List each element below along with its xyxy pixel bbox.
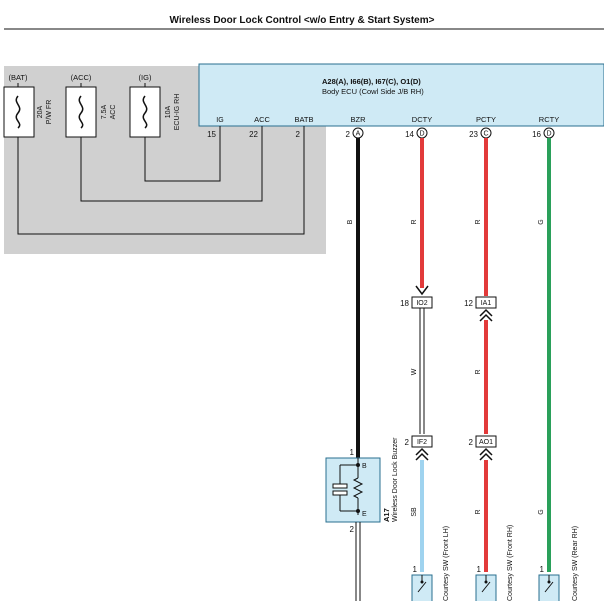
switch-rear-rh [538,574,560,601]
buzzer-name: Wireless Door Lock Buzzer [392,437,399,522]
terminal-acc-label: ACC [254,115,270,124]
conn-rcty-d: D [543,127,555,139]
wire-dcty-bot-color: SB [411,507,418,517]
svg-text:D: D [419,131,424,138]
buzzer-id: A17 [382,508,391,522]
pin-acc: 22 [249,130,258,139]
ecu-name-label: Body ECU (Cowl Side J/B RH) [322,87,424,96]
svg-text:C: C [483,131,488,138]
switch-rear-rh-pin: 1 [540,565,545,574]
junction-if2-label: IF2 [417,439,427,446]
junction-if2 [411,435,433,448]
fuse-acc-name: ACC [110,105,117,120]
pin-batb: 2 [296,130,301,139]
wire-batb [17,126,305,235]
buzzer-term-b: B [362,463,367,470]
body-ecu-box [198,63,604,127]
junction-ao1-pin: 2 [469,438,474,447]
fuse-acc-supply: (ACC) [71,73,92,82]
terminal-rcty-label: RCTY [539,115,559,124]
fuse-ecu-ig-rh-rating: 10A [165,105,172,118]
fuse-pw-fr-name: P/W FR [46,100,53,125]
switch-front-lh-pin: 1 [413,565,418,574]
conn-bzr-a: A [352,127,364,139]
ecu-connector-label: A28(A), I66(B), I67(C), O1(D) [322,77,421,86]
svg-text:A: A [356,131,361,138]
fuse-bat-supply: (BAT) [8,73,28,82]
terminal-ig-label: IG [216,117,223,124]
junction-io2-pin: 18 [400,299,409,308]
switch-rear-rh-name: Courtesy SW (Rear RH) [572,526,579,601]
fuse-acc-rating: 7.5A [101,104,108,119]
buzzer-pin-top: 1 [350,448,355,457]
junction-ao1-arrow [479,447,493,461]
buzzer-box [325,457,381,523]
junction-ia1-arrow [479,308,493,322]
pin-rcty: 16 [532,130,541,139]
fuse-ecu-ig-rh-name: ECU-IG RH [174,94,181,131]
wire-pcty-mid-color: R [475,369,482,374]
diagram-title: Wireless Door Lock Control <w/o Entry & … [170,15,435,26]
buzzer-term-e: E [362,511,367,518]
junction-ia1 [475,296,497,309]
junction-if2-arrow [415,447,429,461]
svg-text:D: D [546,131,551,138]
switch-front-lh [411,574,433,601]
wire-dcty-mid-color: W [411,368,418,375]
terminal-pcty-label: PCTY [476,115,496,124]
wire-bzr-color: B [347,219,354,224]
junction-ao1-label: AO1 [479,439,493,446]
terminal-bzr-label: BZR [351,115,367,124]
terminal-dcty-label: DCTY [412,115,432,124]
fuse-ig-supply: (IG) [139,73,152,82]
conn-dcty-d: D [416,127,428,139]
pin-bzr: 2 [346,130,351,139]
junction-ia1-pin: 12 [464,299,473,308]
switch-front-rh-name: Courtesy SW (Front RH) [507,525,514,601]
wire-pcty-top-color: R [475,219,482,224]
wire-pcty-bot-color: R [475,509,482,514]
junction-ao1 [475,435,497,448]
junction-io2 [411,296,433,309]
buzzer-pin-bottom: 2 [350,525,355,534]
wire-dcty-top-arrow [415,285,429,296]
switch-front-rh [475,574,497,601]
switch-front-lh-name: Courtesy SW (Front LH) [443,526,450,601]
fuse-pw-fr-rating: 20A [37,105,44,118]
wire-rcty-color-bot: G [538,509,545,514]
wire-ig [144,126,221,182]
fuse-pw-fr [3,83,35,138]
terminal-batb-label: BATB [294,115,313,124]
switch-front-rh-pin: 1 [477,565,482,574]
wire-rcty-color-top: G [538,219,545,224]
junction-io2-label: IO2 [416,300,427,307]
conn-pcty-c: C [480,127,492,139]
pin-ig: 15 [207,130,216,139]
fuse-acc [65,83,97,138]
buzzer-symbol-icon [332,458,364,515]
wire-acc [80,126,263,202]
wire-dcty-top-color: R [411,219,418,224]
fuse-ecu-ig-rh [129,83,161,138]
pin-pcty: 23 [469,130,478,139]
pin-dcty: 14 [405,130,414,139]
junction-ia1-label: IA1 [481,300,492,307]
junction-if2-pin: 2 [405,438,410,447]
